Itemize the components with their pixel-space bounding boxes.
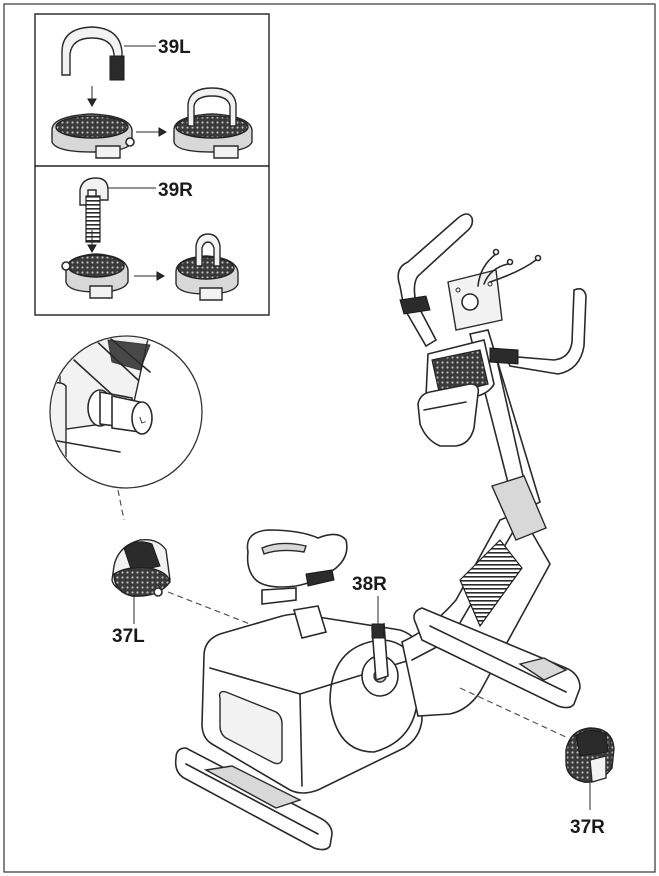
label-37r: 37R [570,817,605,838]
label-39r: 39R [158,180,193,201]
label-37l: 37L [112,626,145,647]
strap-inset-panel: 39L 39R [34,13,270,316]
pedal-left-after [173,87,253,159]
exercise-bike [174,213,587,851]
pedal-right-part [565,727,615,810]
axle-left-mark: L [138,414,147,426]
axle-detail-zoom: L [49,335,203,521]
strap-right-part [79,177,156,243]
strap-left-part [61,26,156,81]
pedal-right-after [175,233,239,301]
label-39l: 39L [158,37,191,58]
pedal-left-part [111,539,171,624]
page-border [3,3,656,873]
pedal-right-before [61,253,129,299]
pedal-left-before [51,113,135,159]
label-38r: 38R [352,574,387,595]
